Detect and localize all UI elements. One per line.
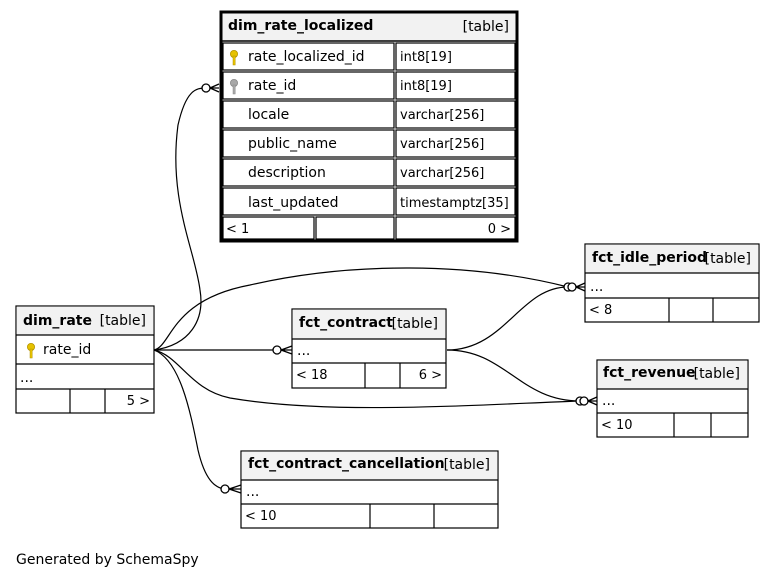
edge-markers xyxy=(201,83,598,494)
edge-dim-rate-to-fct-idle-period[interactable] xyxy=(153,267,569,351)
child-count: 0 > xyxy=(488,222,511,237)
table-dim-rate-localized[interactable]: dim_rate_localized [table] rate_localize… xyxy=(219,10,519,243)
column-type: timestamptz[35] xyxy=(400,196,509,211)
edge-fct-contract-to-fct-revenue[interactable] xyxy=(446,349,581,402)
table-title: dim_rate xyxy=(23,313,92,329)
marker-dim-rate-localized xyxy=(201,83,220,93)
table-dim-rate[interactable]: dim_rate [table] rate_id ... 5 > xyxy=(15,305,155,414)
edge-dim-rate-to-dim-rate-localized[interactable] xyxy=(153,87,207,351)
table-title: fct_contract_cancellation xyxy=(248,456,445,472)
parent-count: < 1 xyxy=(226,222,249,237)
parent-count: < 8 xyxy=(589,303,612,318)
column-type: varchar[256] xyxy=(400,108,484,123)
parent-count: < 10 xyxy=(245,509,277,524)
marker-fct-revenue xyxy=(575,396,598,406)
table-fct-contract-cancellation[interactable]: fct_contract_cancellation [table] ... < … xyxy=(240,450,499,529)
edge-dim-rate-to-fct-contract-cancellation[interactable] xyxy=(153,349,226,490)
edge-fct-contract-to-fct-idle-period[interactable] xyxy=(446,286,569,351)
primary-key-icon xyxy=(229,50,238,66)
column-name: public_name xyxy=(248,136,337,152)
parent-count: < 10 xyxy=(601,418,633,433)
column-type: int8[19] xyxy=(400,50,452,65)
table-kind: [table] xyxy=(463,19,509,35)
column-ellipsis: ... xyxy=(590,279,603,295)
foreign-key-icon xyxy=(229,79,238,95)
column-ellipsis: ... xyxy=(20,370,33,386)
table-kind: [table] xyxy=(392,316,438,332)
table-kind: [table] xyxy=(694,366,740,382)
parent-count: < 18 xyxy=(296,368,328,383)
column-ellipsis: ... xyxy=(602,393,615,409)
column-name: rate_localized_id xyxy=(248,49,365,65)
column-name: last_updated xyxy=(248,195,338,211)
column-name: description xyxy=(248,165,326,181)
primary-key-icon xyxy=(26,342,35,359)
table-title: fct_revenue xyxy=(603,365,696,381)
column-name: rate_id xyxy=(43,342,91,358)
table-fct-idle-period[interactable]: fct_idle_period [table] ... < 8 xyxy=(584,243,760,323)
table-kind: [table] xyxy=(100,313,146,329)
child-count: 6 > xyxy=(419,368,442,383)
column-type: varchar[256] xyxy=(400,137,484,152)
table-fct-contract[interactable]: fct_contract [table] ... < 18 6 > xyxy=(291,308,447,389)
column-type: varchar[256] xyxy=(400,166,484,181)
table-kind: [table] xyxy=(705,251,751,267)
column-type: int8[19] xyxy=(400,79,452,94)
table-title: fct_contract xyxy=(299,315,393,331)
generated-by-footer: Generated by SchemaSpy xyxy=(16,552,199,568)
column-name: rate_id xyxy=(248,78,296,94)
marker-fct-contract xyxy=(272,345,293,355)
edge-dim-rate-to-fct-revenue[interactable] xyxy=(153,349,581,409)
table-kind: [table] xyxy=(444,457,490,473)
child-count: 5 > xyxy=(127,394,150,409)
table-fct-revenue[interactable]: fct_revenue [table] ... < 10 xyxy=(596,359,749,438)
table-title: fct_idle_period xyxy=(592,250,707,266)
table-title: dim_rate_localized xyxy=(228,18,373,34)
marker-fct-idle-period xyxy=(563,282,586,292)
column-ellipsis: ... xyxy=(297,343,310,359)
marker-fct-contract-cancellation xyxy=(220,484,242,494)
relationship-edges xyxy=(153,87,581,490)
column-name: locale xyxy=(248,107,289,123)
column-ellipsis: ... xyxy=(246,484,259,500)
